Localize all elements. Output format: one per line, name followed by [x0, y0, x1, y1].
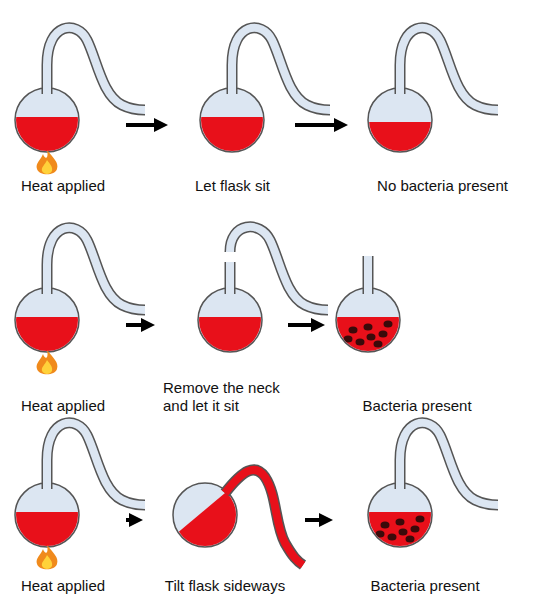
arrow — [126, 518, 131, 522]
stage-caption: Heat applied — [2, 177, 124, 195]
flame-inner — [42, 160, 52, 174]
stage-caption: No bacteria present — [352, 177, 533, 195]
bacteria — [349, 327, 358, 334]
bacteria — [388, 534, 397, 541]
flask-stage: Remove the neck and let it sit — [159, 220, 286, 415]
flask-neck-outline — [400, 28, 498, 110]
broth — [190, 317, 270, 367]
stage-caption: Heat applied — [2, 397, 124, 415]
arrow — [295, 123, 336, 127]
broth — [360, 122, 440, 172]
flask-neck — [47, 423, 145, 505]
flask-neck — [400, 423, 498, 505]
flame-outer — [37, 545, 58, 569]
bacteria — [416, 516, 425, 523]
flask-neck-outline — [400, 423, 498, 505]
connectors — [126, 125, 336, 520]
bacteria — [364, 324, 373, 331]
arrow — [288, 323, 313, 327]
stage-caption: Bacteria present — [329, 397, 505, 415]
bacteria — [374, 341, 383, 348]
flask-neck — [364, 256, 372, 294]
flask-neck — [230, 227, 328, 310]
broth — [360, 512, 440, 562]
flame — [37, 350, 58, 374]
bacteria — [396, 519, 405, 526]
flask — [360, 28, 498, 172]
flask-neck-outline — [232, 28, 330, 110]
flask-neck — [232, 28, 330, 110]
flask-stage: Heat applied — [2, 415, 124, 595]
flask — [190, 227, 328, 367]
flame — [37, 150, 58, 174]
flask-neck — [47, 228, 145, 310]
flask-neck — [225, 470, 303, 565]
flame-outer — [37, 350, 58, 374]
bacteria — [399, 529, 408, 536]
flask-stage: Heat applied — [2, 220, 124, 415]
broth — [192, 117, 272, 167]
flask — [7, 28, 145, 174]
flame-inner — [42, 360, 52, 374]
arrow — [305, 518, 321, 522]
flask-neck — [47, 28, 145, 110]
flask-stage: Bacteria present — [337, 415, 513, 595]
flask — [328, 256, 408, 367]
flask — [360, 423, 498, 562]
bacteria — [356, 339, 365, 346]
flask-neck-outline — [363, 256, 374, 294]
bacteria — [406, 536, 415, 543]
flame-inner — [42, 555, 52, 569]
flask-stage: Bacteria present — [329, 220, 505, 415]
bacteria — [367, 334, 376, 341]
arrow — [126, 123, 156, 127]
arrow — [126, 323, 143, 327]
stage-caption: Let flask sit — [172, 177, 293, 195]
flask-neck-outline — [47, 28, 145, 110]
flask-neck — [400, 28, 498, 110]
stage-caption: Heat applied — [2, 577, 124, 595]
flask — [7, 423, 145, 569]
flame-outer — [37, 150, 58, 174]
flask-neck-outline — [225, 470, 303, 565]
bacteria — [384, 321, 393, 328]
flame — [37, 545, 58, 569]
flask — [7, 228, 145, 374]
bacteria — [411, 526, 420, 533]
flask-neck-outline — [47, 228, 145, 310]
bacteria — [379, 331, 388, 338]
stage-caption: Tilt flask sideways — [147, 577, 303, 595]
flask-stage: Let flask sit — [172, 20, 293, 195]
bacteria — [376, 531, 385, 538]
bacteria — [344, 336, 353, 343]
flask-stage: Tilt flask sideways — [147, 415, 303, 595]
flask — [192, 28, 330, 167]
broth — [328, 317, 408, 367]
flask-stage: No bacteria present — [352, 20, 533, 195]
flask-stage: Heat applied — [2, 20, 124, 195]
flask-neck-outline — [230, 227, 328, 310]
flask-neck-outline — [47, 423, 145, 505]
flasks — [7, 28, 498, 597]
bacteria — [381, 522, 390, 529]
stage-caption: Remove the neck and let it sit — [163, 379, 286, 415]
flask-neck — [226, 262, 234, 294]
stage-caption: Bacteria present — [337, 577, 513, 595]
flask-neck-outline — [225, 262, 236, 294]
